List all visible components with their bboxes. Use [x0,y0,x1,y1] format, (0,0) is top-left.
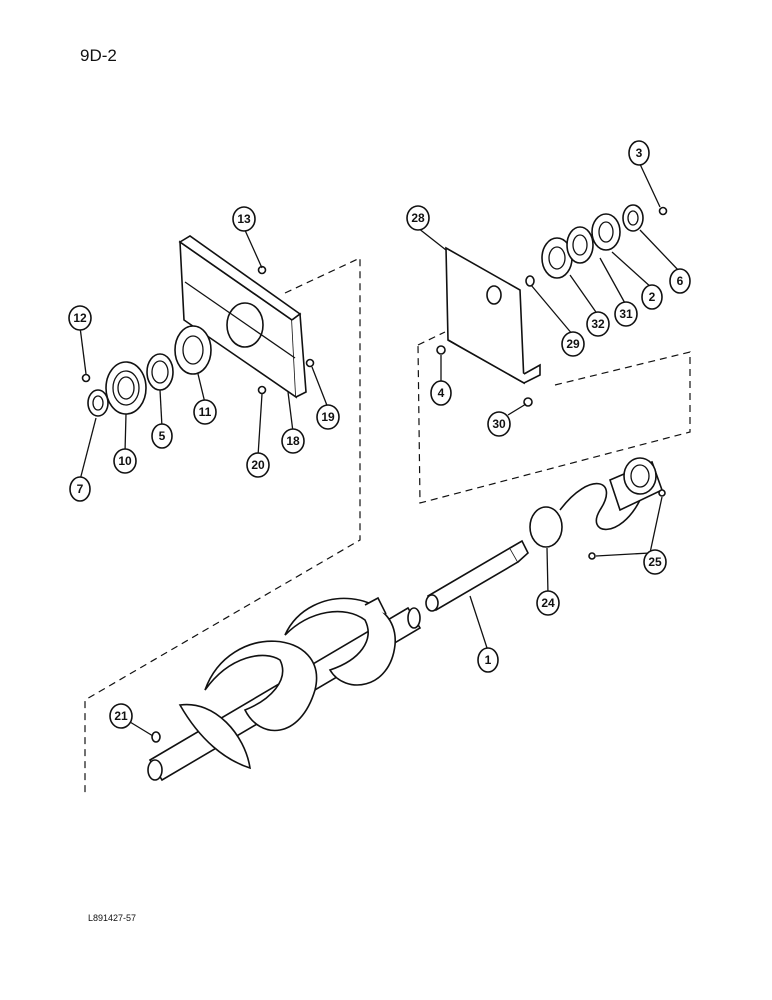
svg-text:4: 4 [438,386,445,400]
right-bearing-assembly [525,204,668,287]
left-mounting-plate [178,235,307,399]
svg-text:20: 20 [251,458,265,472]
illustration-reference-code: L891427-57 [88,913,137,923]
callout-30: 30 [487,411,511,437]
callout-20: 20 [246,452,270,478]
auger-shaft [425,539,529,612]
left-bearing-assembly [81,265,315,417]
svg-text:24: 24 [541,596,555,610]
svg-text:6: 6 [677,274,684,288]
callout-19: 19 [316,404,340,430]
svg-text:5: 5 [159,429,166,443]
svg-text:2: 2 [649,290,656,304]
callout-28: 28 [406,205,430,231]
svg-text:1: 1 [485,653,492,667]
page-number-label: 9D-2 [80,46,117,65]
svg-text:13: 13 [237,212,251,226]
callout-4: 4 [430,380,452,406]
callout-12: 12 [68,305,92,331]
svg-text:12: 12 [73,311,87,325]
svg-text:7: 7 [77,482,84,496]
callout-21: 21 [109,703,133,729]
leader-lines [79,161,681,737]
svg-text:3: 3 [636,146,643,160]
svg-text:28: 28 [411,211,425,225]
svg-text:18: 18 [286,434,300,448]
svg-text:11: 11 [199,405,212,419]
svg-text:31: 31 [619,307,633,321]
callout-29: 29 [561,331,585,357]
short-auger-section [529,457,666,560]
callout-18: 18 [281,428,305,454]
callout-31: 31 [614,301,638,327]
main-auger-flighting [147,596,422,782]
callout-3: 3 [628,140,650,166]
callout-6: 6 [669,268,691,294]
svg-text:29: 29 [566,337,580,351]
callout-1: 1 [477,647,499,673]
callout-7: 7 [69,476,91,502]
svg-text:30: 30 [492,417,506,431]
callout-11: 11 [193,399,217,425]
svg-text:21: 21 [114,709,128,723]
callout-5: 5 [151,423,173,449]
callout-25: 25 [643,549,667,575]
svg-text:19: 19 [321,410,335,424]
svg-text:10: 10 [118,454,132,468]
callout-24: 24 [536,590,560,616]
callout-10: 10 [113,448,137,474]
svg-text:32: 32 [591,317,605,331]
callout-2: 2 [641,284,663,310]
callout-32: 32 [586,311,610,337]
right-mounting-plate [436,246,541,407]
svg-text:25: 25 [648,555,662,569]
callout-13: 13 [232,206,256,232]
right-bearing-group-outline [417,331,691,504]
left-bearing-group-outline [84,257,361,795]
